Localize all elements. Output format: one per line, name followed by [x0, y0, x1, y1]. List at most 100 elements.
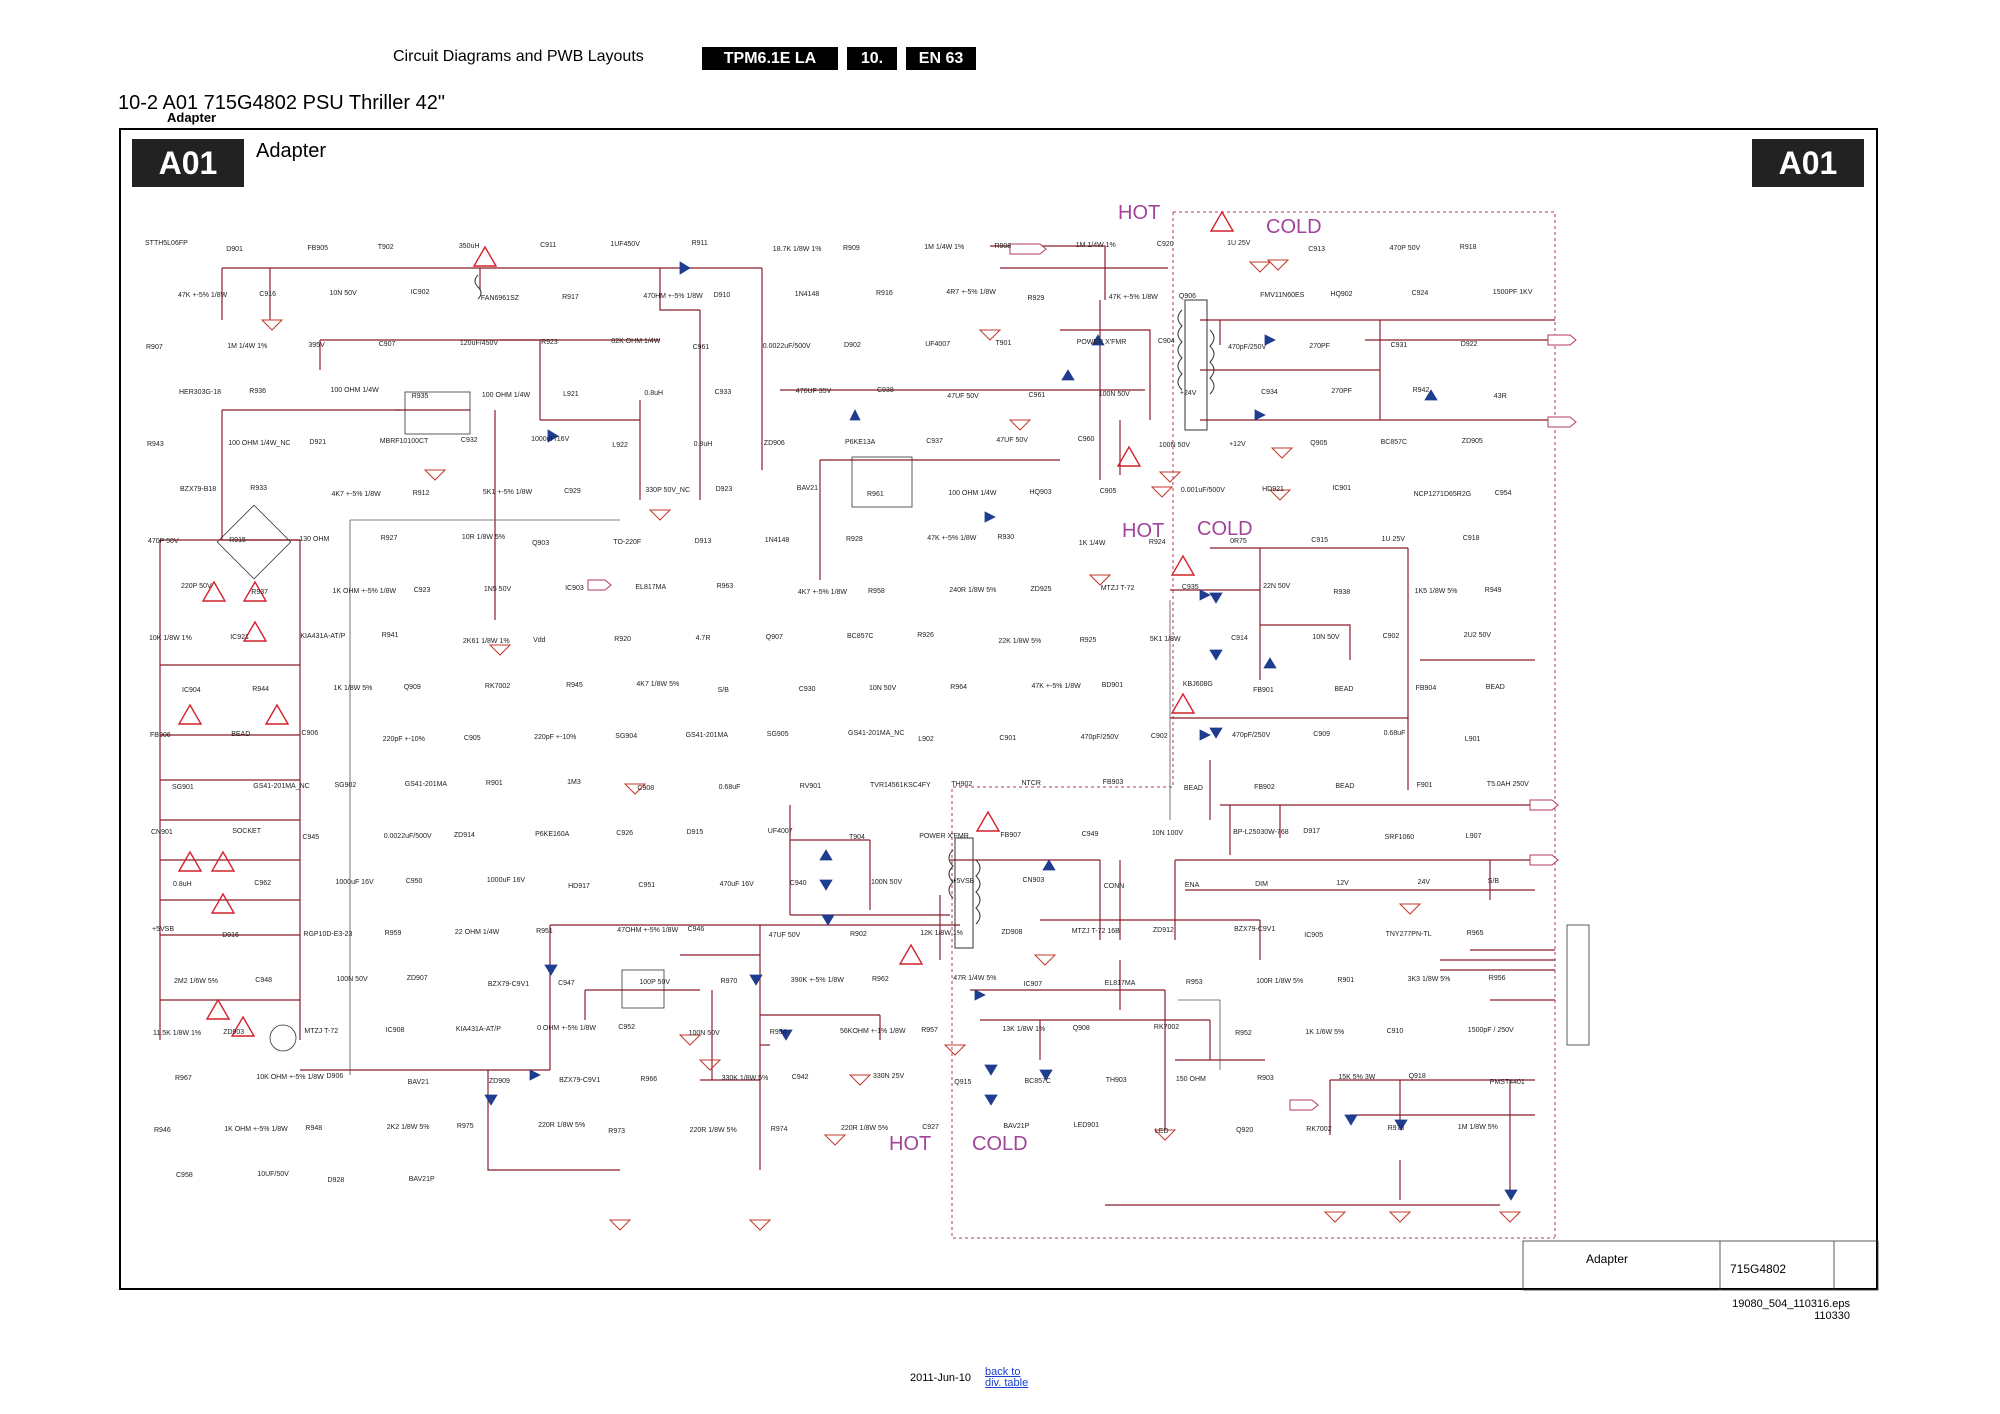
component-label: SG905	[767, 731, 789, 738]
component-label: 270PF	[1331, 388, 1352, 395]
component-label: UF4007	[925, 341, 950, 348]
badge-left: A01	[132, 139, 244, 187]
component-label: R966	[640, 1076, 657, 1083]
ac-socket	[269, 1024, 297, 1052]
title-block	[1522, 1240, 1879, 1291]
section-title: Circuit Diagrams and PWB Layouts	[393, 48, 644, 65]
component-label: C961	[1029, 392, 1046, 399]
footer-date: 2011-Jun-10	[910, 1372, 971, 1384]
back-to-div-table-link[interactable]: back to div. table	[985, 1367, 1028, 1389]
component-label: NTCR	[1022, 780, 1041, 787]
component-label: C907	[379, 341, 396, 348]
component-label: R958	[868, 588, 885, 595]
component-label: R928	[846, 536, 863, 543]
component-label: R912	[413, 490, 430, 497]
component-label: T5.0AH 250V	[1487, 781, 1529, 788]
component-label: ZD925	[1031, 586, 1052, 593]
component-label: 120uF/450V	[460, 340, 498, 347]
component-label: 350uH	[459, 243, 480, 250]
component-label: +5VSB	[952, 878, 974, 885]
t902-coil	[474, 274, 482, 300]
component-label: 100N 50V	[337, 976, 368, 983]
component-label: BEAD	[231, 731, 250, 738]
component-label: 5K1 +-5% 1/8W	[483, 489, 533, 496]
component-label: 4.7R	[696, 635, 711, 642]
component-label: 1K 1/4W	[1079, 540, 1106, 547]
component-label: HQ902	[1330, 291, 1352, 298]
component-label: R954	[770, 1029, 787, 1036]
component-label: D906	[327, 1073, 344, 1080]
component-label: D928	[328, 1177, 345, 1184]
component-label: MBRF10100CT	[380, 438, 429, 445]
component-label: 56KOHM +-1% 1/8W	[840, 1028, 906, 1035]
component-label: 1K OHM +-5% 1/8W	[333, 588, 397, 595]
component-label: 1000uF 16V	[487, 877, 525, 884]
component-label: NCP1271D65R2G	[1414, 491, 1472, 498]
component-label: BC857C	[847, 633, 873, 640]
component-label: BZX79-C9V1	[559, 1077, 600, 1084]
component-label: 1K 1/8W 5%	[334, 685, 373, 692]
component-label: L921	[563, 391, 579, 398]
footer-file: 19080_504_110316.eps	[1732, 1298, 1850, 1310]
component-label: R923	[541, 339, 558, 346]
component-label: C960	[1078, 436, 1095, 443]
component-label: RGP10D-E3-23	[303, 931, 352, 938]
ic901-body	[851, 456, 913, 508]
component-label: R956	[1489, 975, 1506, 982]
component-label: R976	[1388, 1125, 1405, 1132]
component-label: FB902	[1254, 784, 1275, 791]
component-label: 10N 50V	[869, 685, 897, 692]
component-label: 1N4148	[765, 537, 790, 544]
component-label: HD921	[1262, 486, 1284, 493]
link-line-1[interactable]: back to	[985, 1366, 1021, 1378]
component-label: 330P 50V_NC	[645, 487, 690, 494]
component-label: S/B	[718, 687, 730, 694]
component-label: 1K5 1/8W 5%	[1415, 588, 1458, 595]
component-label: 240R 1/8W 5%	[949, 587, 996, 594]
component-label: DIM	[1255, 881, 1268, 888]
component-label: C940	[790, 880, 807, 887]
component-label: C945	[302, 834, 319, 841]
component-label: R936	[249, 388, 266, 395]
component-label: 12V	[1336, 880, 1349, 887]
component-label: R902	[850, 931, 867, 938]
component-label: 1000uF/16V	[531, 436, 569, 443]
component-label: 3K3 1/8W 5%	[1408, 976, 1451, 983]
component-label: C902	[1151, 733, 1168, 740]
component-label: Q920	[1236, 1127, 1253, 1134]
component-label: 100P 50V	[639, 979, 670, 986]
component-label: R935	[412, 393, 429, 400]
component-label: HER303G-18	[179, 389, 221, 396]
ic902-body	[404, 391, 471, 435]
component-label: T904	[849, 834, 865, 841]
component-label: C934	[1261, 389, 1278, 396]
component-label: 22 OHM 1/4W	[455, 929, 500, 936]
component-label: F901	[1417, 782, 1433, 789]
component-label: 10UF/50V	[257, 1171, 289, 1178]
schematic-frame	[119, 128, 1878, 1290]
component-label: R929	[1028, 295, 1045, 302]
component-label: ZD908	[1001, 929, 1022, 936]
component-label: D915	[687, 829, 704, 836]
component-label: R944	[252, 686, 269, 693]
component-label: FB903	[1103, 779, 1124, 786]
component-label: 47UF 50V	[996, 437, 1028, 444]
component-label: C933	[715, 389, 732, 396]
component-label: 470pF/250V	[1232, 732, 1270, 739]
component-label: R949	[1485, 587, 1502, 594]
component-label: Q906	[1179, 293, 1196, 300]
component-label: BAV21P	[1003, 1123, 1029, 1130]
component-label: 100N 50V	[689, 1030, 720, 1037]
zone-hot-bottom: HOT	[889, 1133, 931, 1155]
component-label: ENA	[1185, 882, 1200, 889]
component-label: 1M 1/8W 5%	[1458, 1124, 1498, 1131]
component-label: 11.5K 1/8W 1%	[153, 1030, 201, 1037]
wiring	[159, 245, 1555, 1206]
link-line-2[interactable]: div. table	[985, 1377, 1029, 1389]
component-label: 1UF450V	[610, 241, 640, 248]
component-label: MTZJ T-72	[1101, 585, 1135, 592]
component-label: BEAD	[1334, 686, 1353, 693]
component-label: BZX79-C9V1	[1234, 926, 1275, 933]
component-label: D921	[309, 439, 326, 446]
